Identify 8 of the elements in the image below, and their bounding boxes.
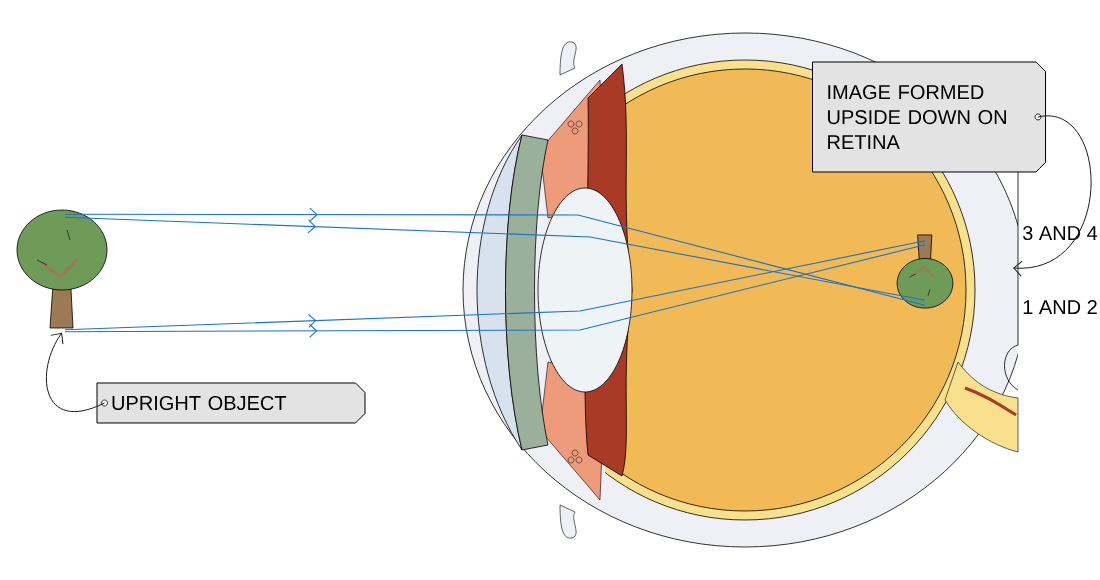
number-label: 3 AND 4 — [1023, 225, 1098, 241]
tag-label: UPRIGHT OBJECT — [96, 382, 366, 424]
tree-picture — [16, 209, 108, 329]
tag-label: IMAGE FORMED UPSIDE DOWN ON RETINA — [812, 61, 1046, 173]
leader-line — [1013, 116, 1092, 277]
leader-line — [46, 332, 105, 412]
number-label: 1 AND 2 — [1023, 300, 1097, 314]
inverted-tree-picture — [896, 234, 954, 309]
